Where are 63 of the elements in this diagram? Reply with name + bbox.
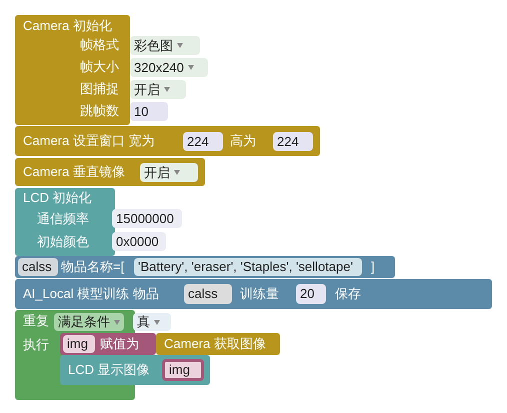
field-value: img (169, 362, 190, 378)
value-field (184, 284, 232, 304)
camera-init-block (15, 15, 130, 125)
field-value: 224 (187, 134, 209, 150)
field-value: 15000000 (116, 210, 174, 226)
block-label: LCD 初始化 (23, 190, 92, 206)
field-value: 彩色图 (134, 38, 173, 54)
field-value: 224 (277, 134, 299, 150)
block-label: 跳帧数 (80, 103, 119, 119)
block-label: 高为 (230, 133, 256, 149)
value-field (134, 258, 362, 276)
block-label: Camera 垂直镜像 (23, 164, 125, 180)
block-label: 图捕捉 (80, 81, 119, 97)
dropdown-field (130, 58, 208, 77)
block-label: 执行 (23, 337, 49, 353)
value-field (183, 132, 223, 151)
lcd-show-block (60, 355, 210, 385)
value-field (296, 284, 326, 304)
field-value: 0x0000 (116, 234, 159, 250)
value-field (273, 132, 313, 151)
dropdown-field (54, 313, 124, 331)
dropdown-field (133, 313, 171, 331)
value-field (130, 102, 168, 121)
lcd-init-block (15, 188, 115, 256)
value-field (112, 232, 166, 251)
field-value: img (67, 336, 88, 352)
value-field (162, 359, 204, 381)
dropdown-field (140, 163, 198, 182)
camera-capture-block (156, 333, 280, 355)
block-label: ] (371, 259, 375, 275)
block-label: 初始颜色 (37, 234, 89, 250)
block-label: Camera 设置窗口 宽为 (23, 133, 154, 149)
value-field (18, 258, 58, 276)
block-label: 赋值为 (100, 336, 139, 352)
model-training-block (15, 279, 492, 309)
field-value: 320x240 (134, 60, 184, 76)
block-label: AI_Local 模型训练 物品 (23, 286, 159, 302)
list-block (15, 256, 395, 278)
dropdown-field (130, 80, 186, 99)
field-value: calss (22, 259, 52, 275)
field-value: 20 (300, 286, 314, 302)
block-label: 帧格式 (80, 37, 119, 53)
block-label: 帧大小 (80, 59, 119, 75)
field-value: 真 (137, 314, 150, 330)
field-value: 满足条件 (58, 314, 110, 330)
camera-window-block (15, 126, 320, 156)
camera-mirror-block (15, 158, 205, 186)
block-label: 保存 (335, 286, 361, 302)
block-label: LCD 显示图像 (68, 362, 150, 378)
block-label: 训练量 (240, 286, 279, 302)
block-label: Camera 获取图像 (164, 336, 266, 352)
dropdown-field (130, 36, 200, 55)
block-label: 重复 (23, 313, 49, 329)
field-value: 开启 (144, 164, 170, 180)
value-field (63, 335, 95, 353)
value-field (112, 209, 182, 228)
field-value: 开启 (134, 82, 160, 98)
field-value: 'Battery', 'eraser', 'Staples', 'sellotape' (138, 259, 353, 275)
block-label: 物品名称=[ (61, 259, 124, 275)
block-label: 通信频率 (37, 211, 89, 227)
field-value: 10 (134, 104, 148, 120)
block-label: Camera 初始化 (23, 18, 112, 34)
field-value: calss (188, 286, 218, 302)
